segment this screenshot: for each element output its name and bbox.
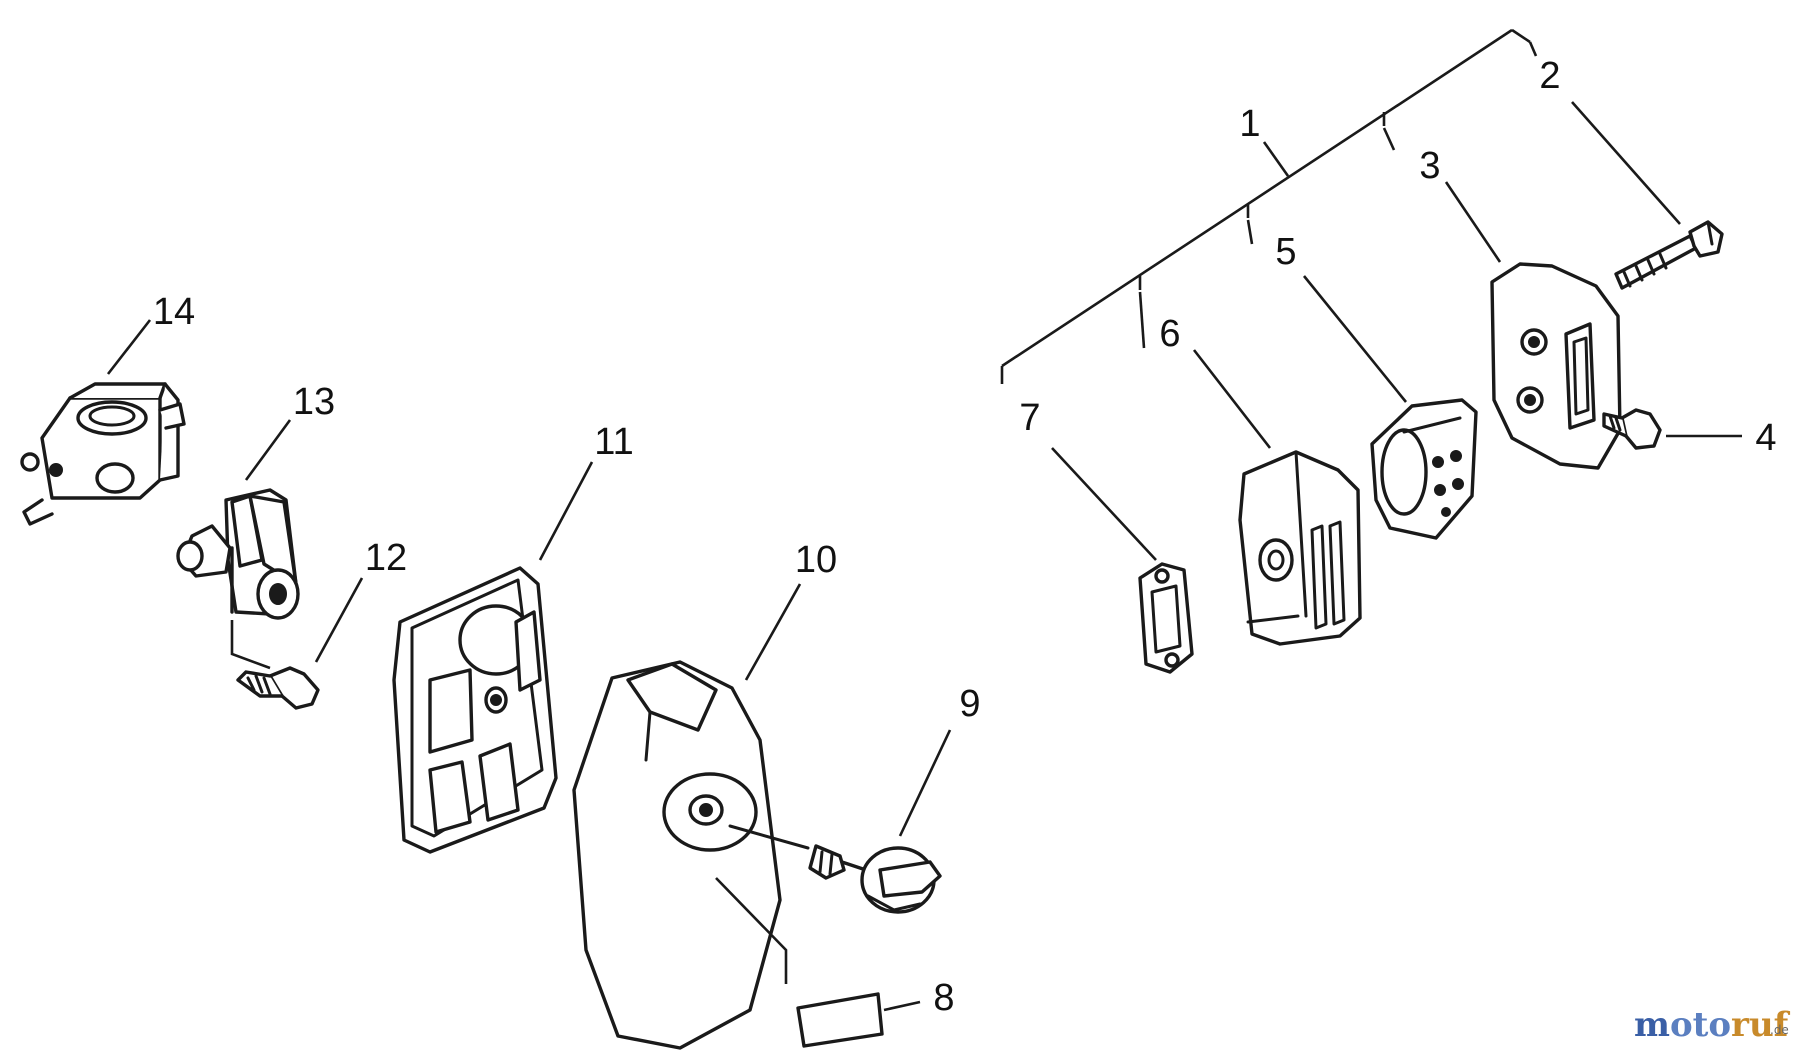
leader-13-12-link	[230, 620, 271, 670]
leader-8	[883, 1000, 921, 1012]
leader-3-stem	[1382, 127, 1396, 151]
part-2-bolt	[1614, 220, 1724, 290]
leader-13	[244, 419, 292, 481]
leader-2	[1571, 101, 1681, 225]
leader-3	[1444, 181, 1502, 263]
callout-5: 5	[1275, 231, 1296, 273]
callout-6: 6	[1159, 313, 1180, 355]
part-4-screw	[1602, 408, 1662, 450]
callout-13: 13	[293, 381, 335, 423]
callout-2: 2	[1539, 55, 1560, 97]
callout-3: 3	[1419, 145, 1440, 187]
leader-7	[1051, 447, 1157, 561]
part-10-filter-cover	[572, 660, 782, 1050]
callout-7: 7	[1019, 397, 1040, 439]
leader-14	[106, 319, 152, 375]
part-12-screw	[236, 666, 320, 710]
callout-9: 9	[959, 683, 980, 725]
leader-12	[314, 577, 364, 663]
part-9-cover-knob	[728, 824, 942, 914]
leader-9	[898, 729, 952, 837]
part-3-muffler-cover	[1490, 262, 1622, 470]
muffler-assembly-leader-tree	[1000, 28, 1531, 384]
part-11-air-filter	[392, 566, 558, 854]
watermark-tld: .de	[1770, 1023, 1789, 1037]
leader-6	[1192, 349, 1272, 449]
leader-6-stem	[1138, 291, 1146, 349]
part-13-insulator	[176, 488, 300, 620]
callout-14: 14	[153, 291, 195, 333]
svg-text:motoruf: motoruf	[1634, 1005, 1791, 1045]
watermark-brand-oto: oto	[1670, 1005, 1731, 1045]
leader-10	[744, 583, 802, 681]
leader-5	[1302, 275, 1408, 403]
leader-10-8-link	[715, 877, 788, 984]
part-7-gasket	[1138, 562, 1194, 674]
part-6-muffler-body	[1238, 450, 1362, 646]
callout-10: 10	[795, 539, 837, 581]
watermark-brand-m: m	[1634, 1005, 1670, 1045]
callout-12: 12	[365, 537, 407, 579]
part-8-label	[796, 992, 884, 1048]
callout-8: 8	[933, 977, 954, 1019]
leader-2-stem	[1528, 41, 1538, 57]
callout-1: 1	[1239, 103, 1260, 145]
leader-5-stem	[1246, 219, 1254, 245]
callout-11: 11	[594, 421, 633, 463]
part-14-carburetor	[20, 382, 186, 526]
part-5-baffle	[1370, 398, 1478, 540]
motoruf-watermark-logo: motoruf .de	[1634, 1005, 1791, 1045]
watermark-brand-ruf: ruf	[1731, 1005, 1791, 1045]
callout-4: 4	[1755, 417, 1776, 459]
leader-11	[538, 461, 594, 561]
